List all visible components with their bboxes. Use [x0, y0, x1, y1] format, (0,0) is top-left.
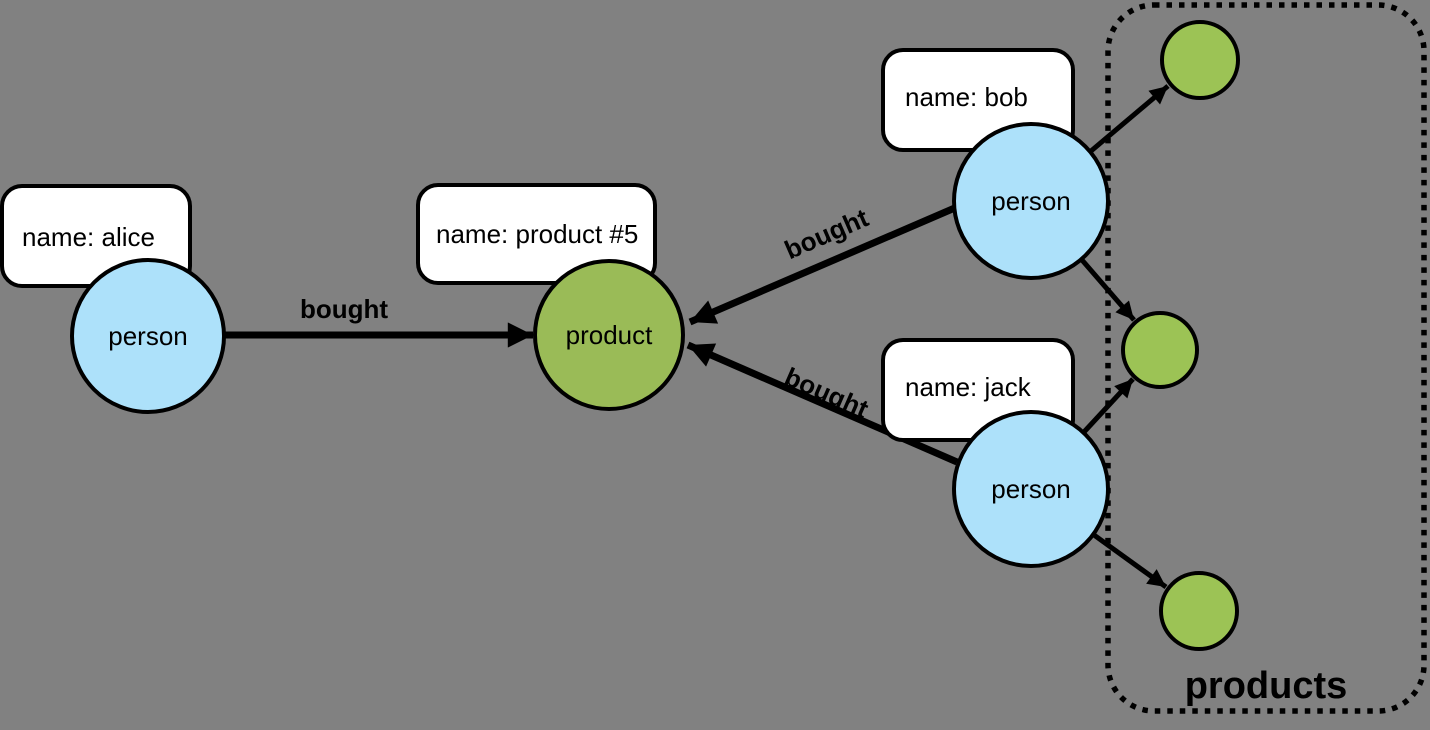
- product-property-text: name: product #5: [436, 219, 638, 249]
- edge-jack-product-3: [1092, 532, 1168, 590]
- mini-product-node-1: [1160, 20, 1240, 100]
- product-property-box: [416, 183, 657, 285]
- bob-bought-label: bought: [780, 202, 873, 265]
- mini-product-node-2: [1121, 311, 1199, 389]
- jack-property-text: name: jack: [905, 372, 1032, 402]
- edge-bob-product-1: [1089, 84, 1170, 153]
- edge-bob-product-2: [1080, 258, 1136, 322]
- jack-node-label: person: [991, 474, 1071, 504]
- bob-person-node: [952, 122, 1110, 280]
- alice-bought-label: bought: [300, 294, 388, 324]
- edge-jack-product-2: [1082, 377, 1135, 434]
- products-group-label: products: [1185, 665, 1348, 707]
- alice-property-text: name: alice: [22, 222, 155, 252]
- jack-bought-label: bought: [780, 361, 873, 424]
- edge-bob-bought-product: [688, 203, 959, 326]
- bob-node-label: person: [991, 186, 1071, 216]
- product-node-label: product: [566, 320, 653, 350]
- products-group-box: [1105, 2, 1427, 714]
- mini-product-node-3: [1159, 571, 1239, 651]
- product-node: [533, 259, 685, 411]
- jack-person-node: [952, 410, 1110, 568]
- edge-jack-bought-product: [686, 341, 959, 466]
- bob-property-text: name: bob: [905, 82, 1028, 112]
- alice-person-node: [70, 258, 226, 414]
- alice-node-label: person: [108, 321, 188, 351]
